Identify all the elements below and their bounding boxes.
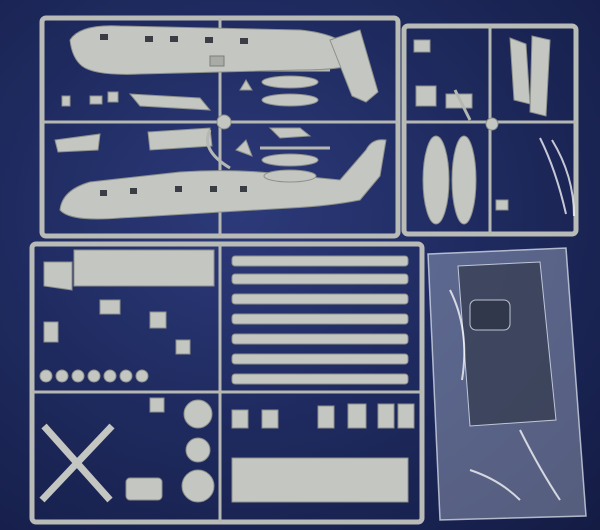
small-parts-sprue (401, 23, 579, 237)
fuselage-half-lower (59, 139, 387, 220)
tail-rotor-part (39, 423, 115, 503)
fuselage-half-upper (69, 25, 379, 103)
small-fuselage-parts (54, 75, 319, 183)
clear-parts-bag (427, 247, 587, 521)
rotor-blade-sprue (29, 241, 425, 525)
fuselage-sprue (39, 15, 401, 239)
